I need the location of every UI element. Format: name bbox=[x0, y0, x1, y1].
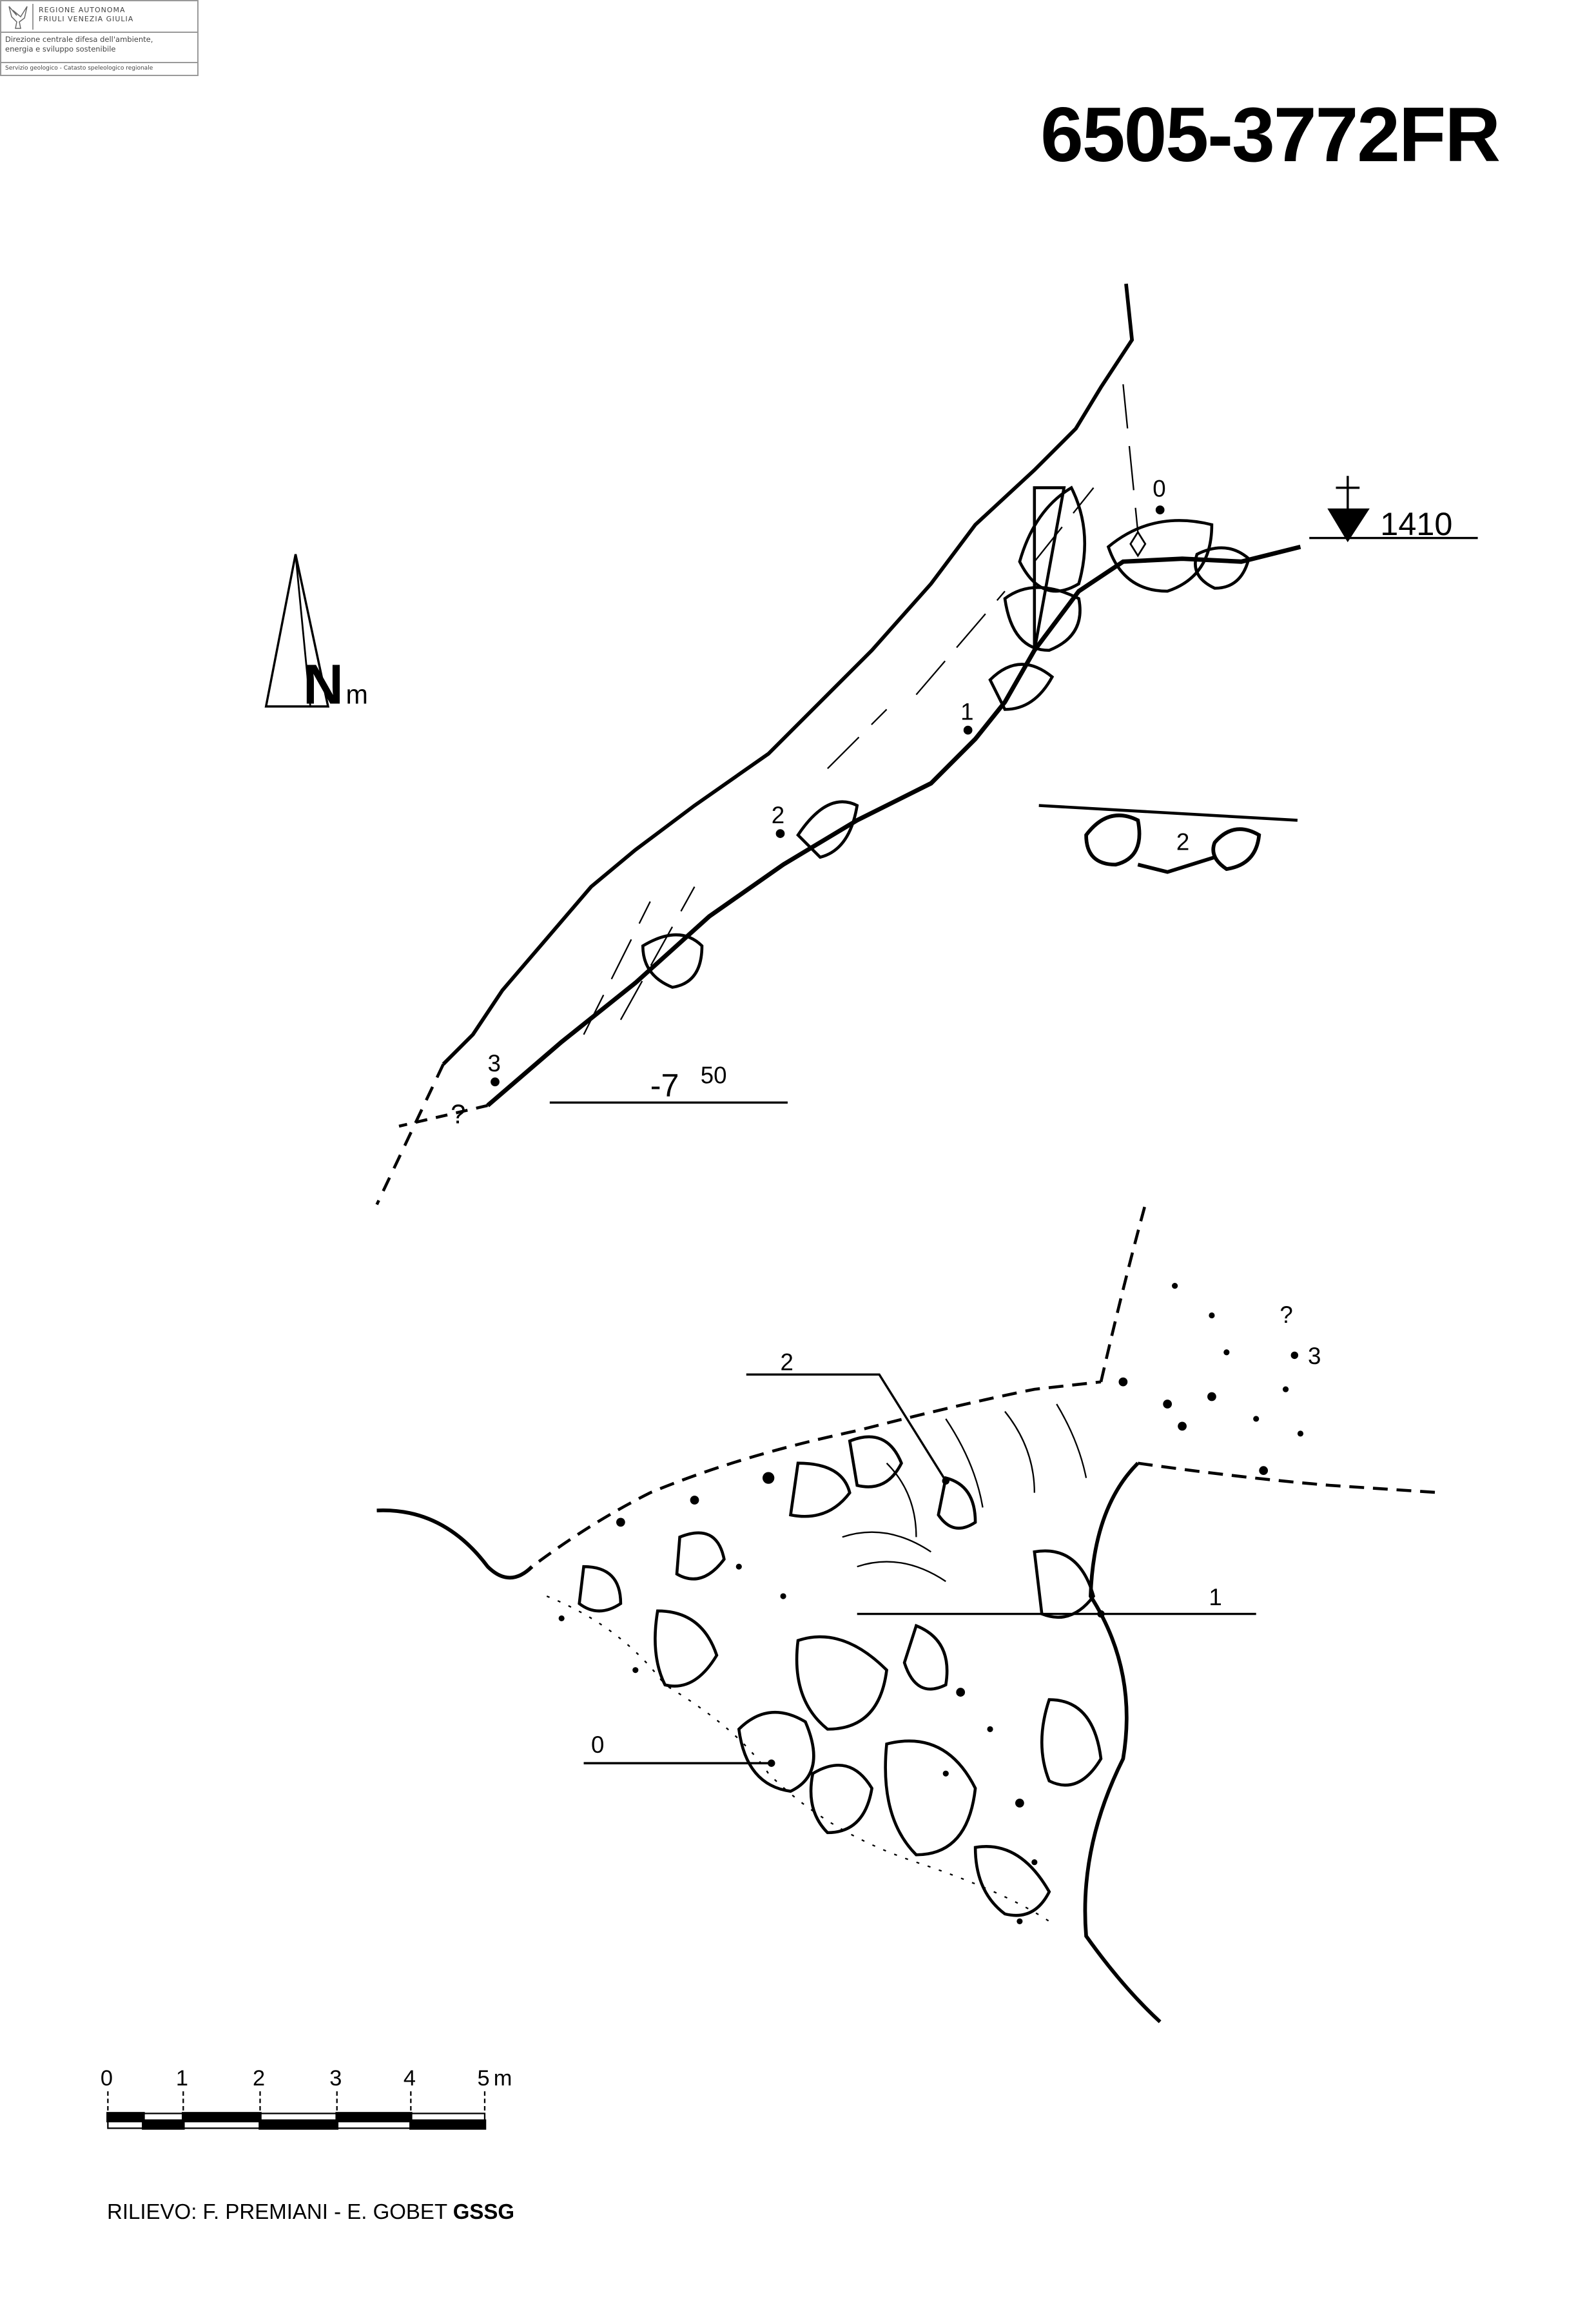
region-name-line2: FRIULI VENEZIA GIULIA bbox=[39, 15, 134, 23]
plan-station-0: 0 bbox=[591, 1732, 604, 1758]
north-arrow: N m bbox=[264, 554, 368, 716]
section-station-2: 2 bbox=[772, 802, 784, 828]
region-name-line1: REGIONE AUTONOMA bbox=[39, 6, 126, 14]
logo-divider bbox=[1, 62, 197, 63]
credits-authors: RILIEVO: F. PREMIANI - E. GOBET bbox=[107, 2200, 447, 2223]
magnetic-label: m bbox=[345, 679, 367, 709]
scale-unit: m bbox=[494, 2066, 512, 2091]
cave-id-title: 6505-3772FR bbox=[1040, 92, 1501, 178]
north-label: N bbox=[303, 653, 344, 716]
cross-section: 2 bbox=[1038, 804, 1298, 874]
direction-line1: Direzione centrale difesa dell'ambiente, bbox=[5, 35, 153, 44]
scale-tick-4: 4 bbox=[404, 2066, 416, 2091]
section-unknown-mark: ? bbox=[451, 1099, 465, 1129]
survey-credits: RILIEVO: F. PREMIANI - E. GOBET GSSG bbox=[107, 2200, 514, 2224]
section-station-3: 3 bbox=[488, 1050, 501, 1077]
plan-station-3: 3 bbox=[1308, 1343, 1321, 1369]
cross-section-station: 2 bbox=[1176, 828, 1189, 855]
depth-label: -7 bbox=[650, 1067, 679, 1104]
credits-group: GSSG bbox=[453, 2200, 515, 2223]
plan-view: 0 1 2 3 ? bbox=[376, 1204, 1441, 2024]
direction-name: Direzione centrale difesa dell'ambiente,… bbox=[5, 35, 153, 54]
direction-line2: energia e sviluppo sostenibile bbox=[5, 44, 116, 54]
plan-station-2: 2 bbox=[780, 1349, 793, 1375]
plan-unknown-mark: ? bbox=[1280, 1302, 1292, 1328]
section-station-0: 0 bbox=[1153, 475, 1165, 502]
depth-decimal: 50 bbox=[701, 1062, 727, 1089]
scale-tick-5: 5 bbox=[478, 2066, 490, 2091]
scale-bar: 0 1 2 3 4 5 m bbox=[101, 2066, 512, 2130]
scale-tick-3: 3 bbox=[329, 2066, 342, 2091]
service-name: Servizio geologico - Catasto speleologic… bbox=[5, 65, 153, 72]
section-station-1: 1 bbox=[960, 699, 973, 725]
eagle-emblem-icon bbox=[8, 4, 34, 30]
longitudinal-section: 1410 -7 50 0 1 2 3 ? bbox=[375, 283, 1478, 1205]
scale-tick-0: 0 bbox=[101, 2066, 113, 2091]
scale-tick-1: 1 bbox=[176, 2066, 188, 2091]
entrance-elevation: 1410 bbox=[1380, 505, 1452, 542]
scale-tick-2: 2 bbox=[253, 2066, 265, 2091]
plan-station-1: 1 bbox=[1209, 1584, 1221, 1610]
